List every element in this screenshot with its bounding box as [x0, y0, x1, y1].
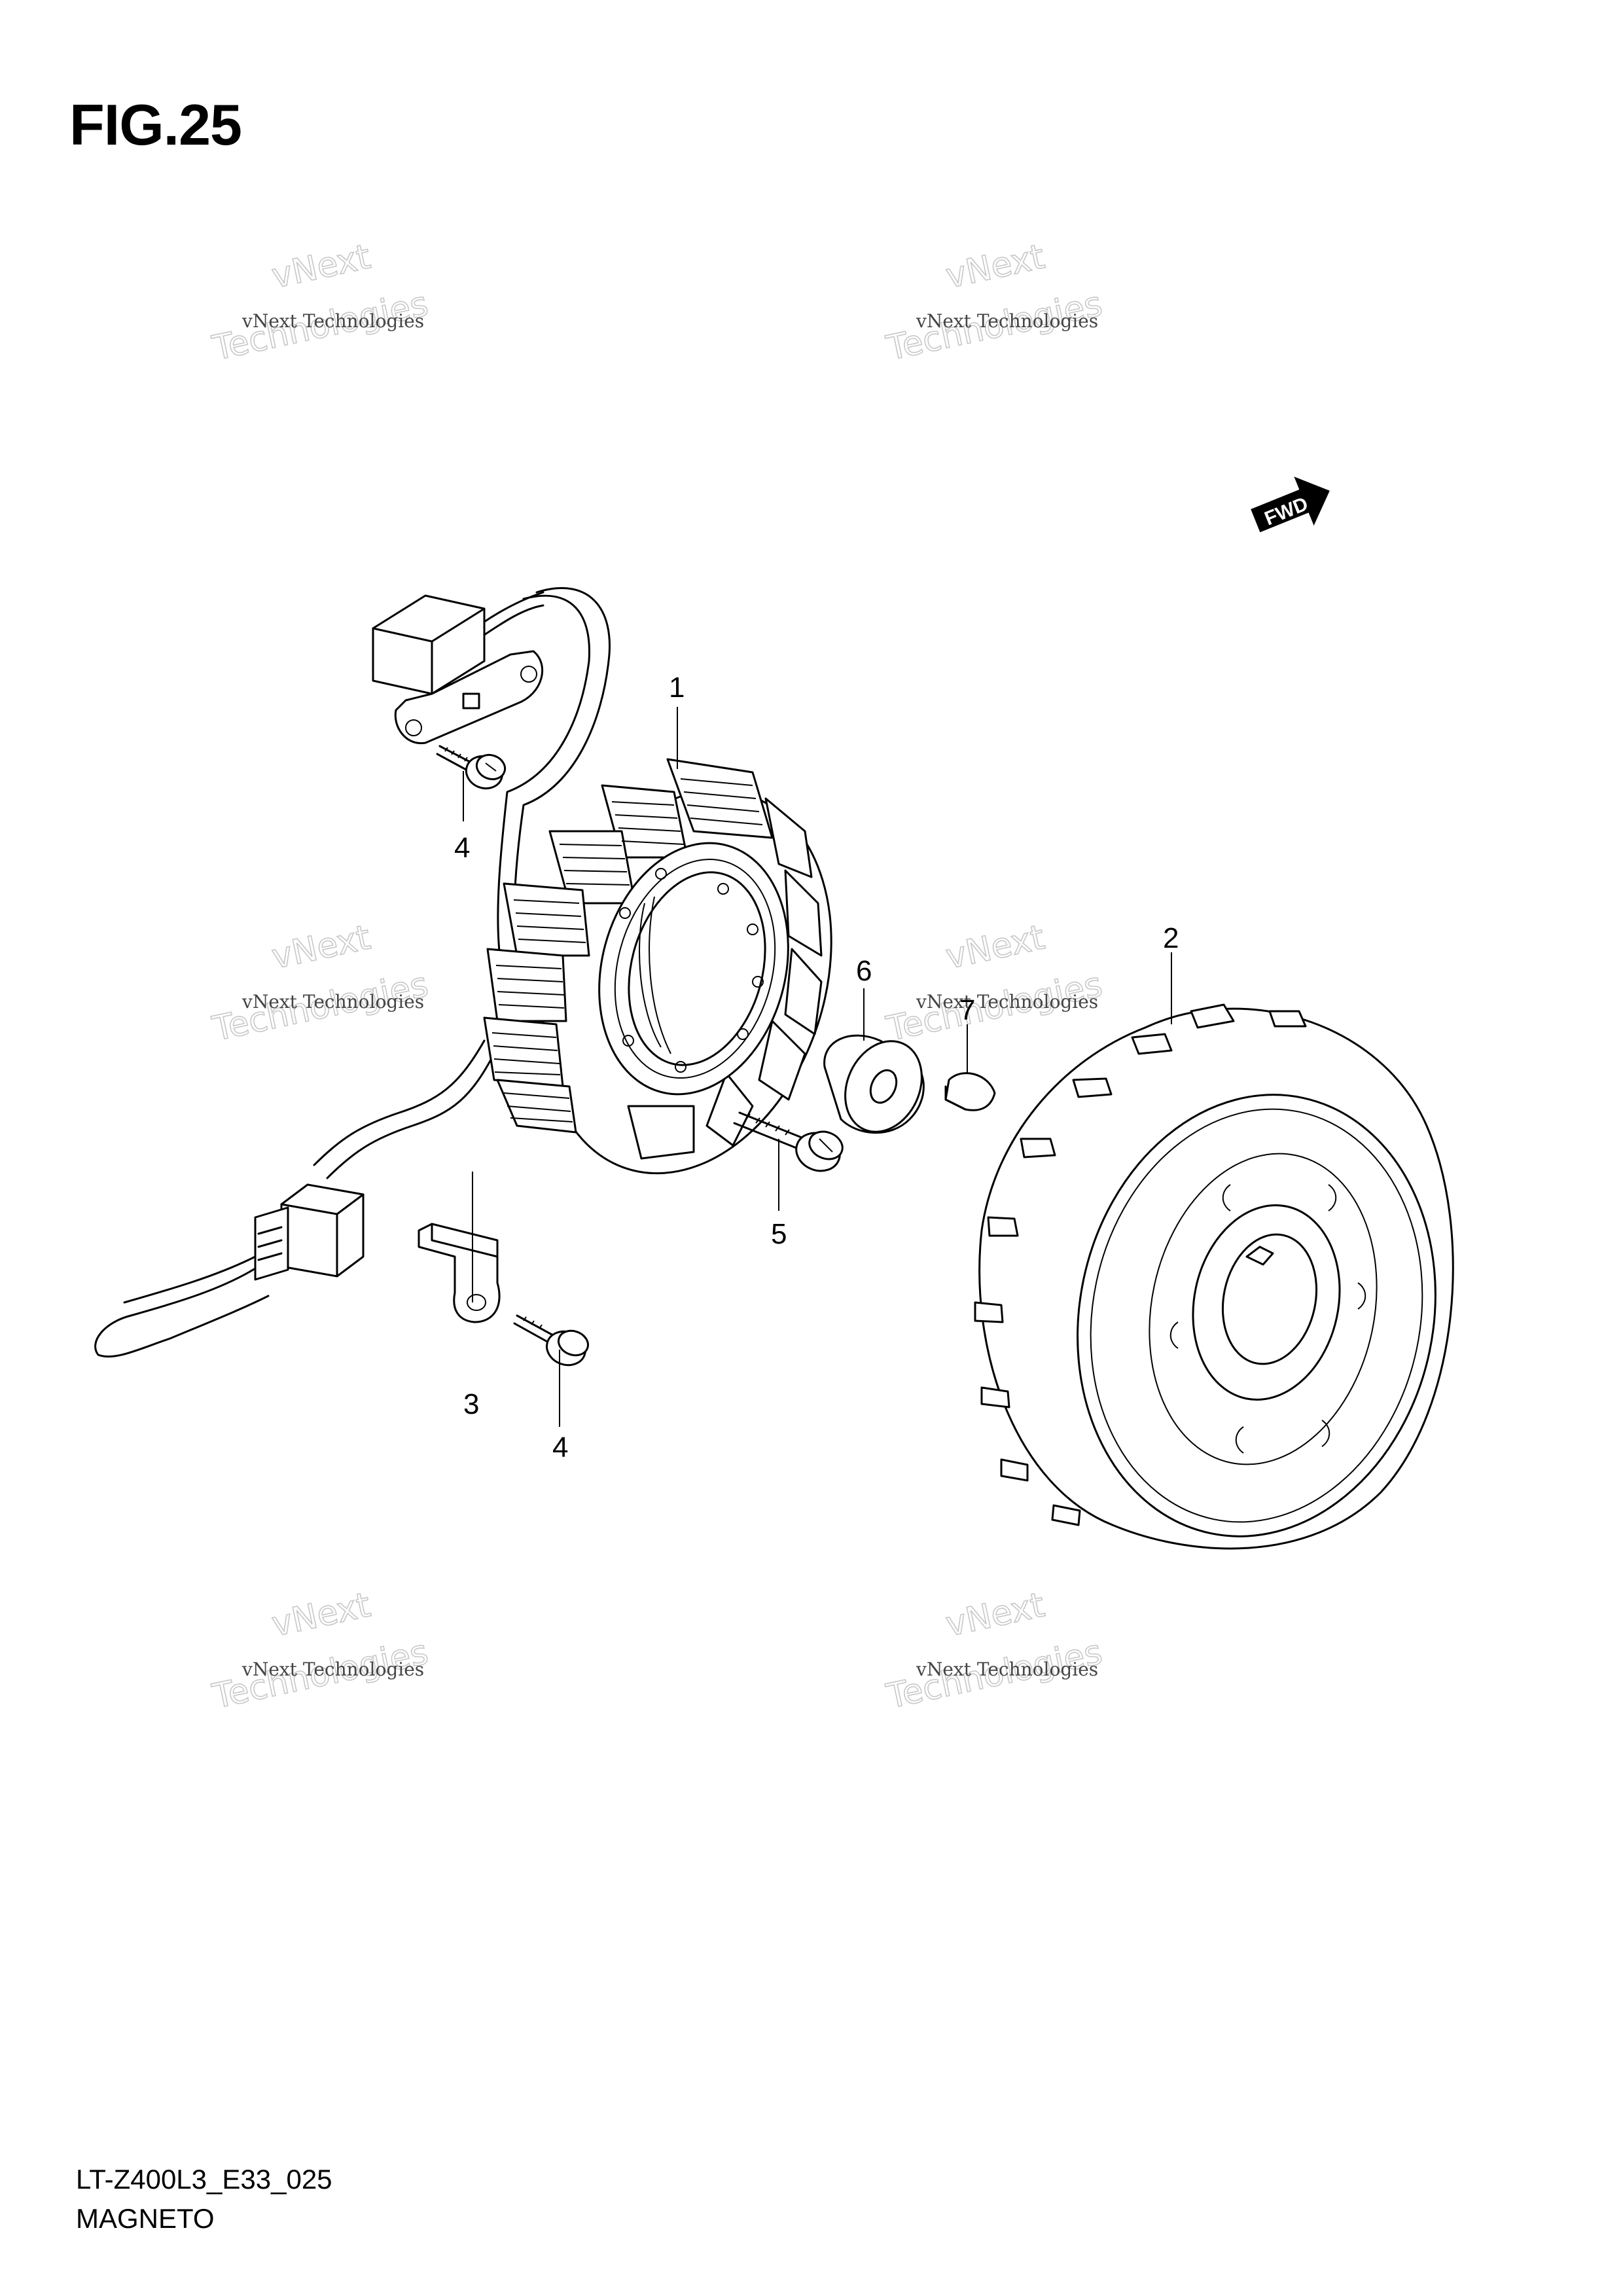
bolt-upper [436, 745, 507, 790]
washer-6 [823, 1034, 925, 1134]
svg-text:vNext Technologies: vNext Technologies [241, 1659, 424, 1680]
watermark-low-left: vNext Technologies vNext Technologies [208, 1585, 432, 1717]
callout-4-upper: 4 [454, 832, 470, 864]
fwd-arrow-badge: FWD [1251, 476, 1330, 533]
upper-coupler [372, 591, 544, 744]
watermark-low-center: vNext Technologies vNext Technologies [882, 1585, 1106, 1717]
svg-text:vNext Technologies: vNext Technologies [916, 310, 1098, 332]
clamp-bracket [418, 1223, 501, 1323]
callout-2: 2 [1163, 922, 1179, 954]
diagram-code: LT-Z400L3_E33_025 [76, 2164, 332, 2195]
watermark-mid-center: vNext Technologies vNext Technologies [882, 918, 1106, 1050]
bolt-5 [733, 1111, 844, 1172]
svg-text:vNext: vNext [942, 237, 1048, 296]
callout-7: 7 [959, 994, 975, 1026]
callout-4-lower: 4 [552, 1431, 568, 1463]
diagram-name: MAGNETO [76, 2203, 215, 2234]
woodruff-key [944, 1072, 996, 1111]
callout-6: 6 [856, 955, 872, 987]
svg-text:vNext Technologies: vNext Technologies [241, 310, 424, 332]
stator-coil-assembly [94, 587, 832, 1358]
svg-text:vNext: vNext [268, 237, 374, 296]
stator-coils [483, 758, 823, 1160]
svg-text:vNext: vNext [942, 918, 1048, 977]
svg-text:vNext Technologies: vNext Technologies [241, 991, 424, 1013]
svg-text:vNext: vNext [268, 918, 374, 977]
lower-coupler [254, 1183, 365, 1281]
svg-text:vNext: vNext [268, 1585, 374, 1644]
watermark-top-left: vNext Technologies vNext Technologies [208, 237, 432, 369]
callout-leaders [463, 707, 1172, 1427]
callout-labels: 1 2 3 4 4 5 6 7 [454, 672, 1179, 1463]
callout-1: 1 [669, 672, 685, 704]
watermark-top-center: vNext Technologies vNext Technologies [882, 237, 1106, 369]
svg-text:vNext: vNext [942, 1585, 1048, 1644]
svg-text:vNext Technologies: vNext Technologies [916, 1659, 1098, 1680]
magneto-rotor [974, 1003, 1454, 1550]
watermark-mid-left: vNext Technologies vNext Technologies [208, 918, 432, 1050]
callout-3: 3 [463, 1388, 479, 1420]
bolt-lower [513, 1314, 589, 1367]
figure-title: FIG.25 [69, 92, 242, 157]
svg-text:vNext Technologies: vNext Technologies [916, 991, 1098, 1013]
callout-5: 5 [771, 1218, 787, 1250]
